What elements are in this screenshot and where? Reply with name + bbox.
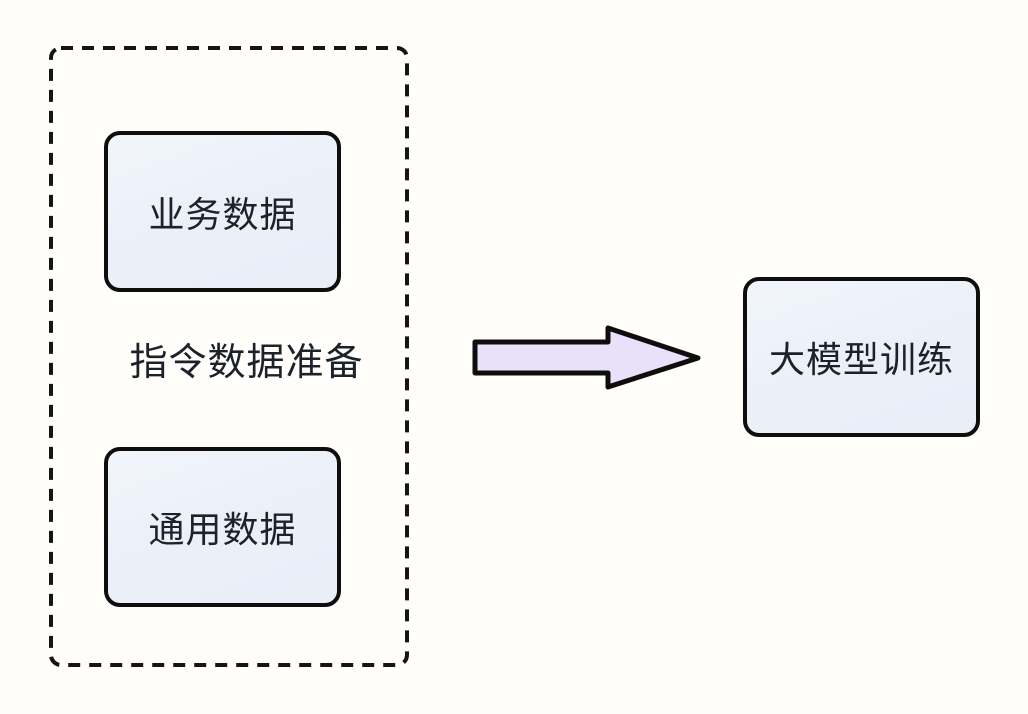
node-business-data: 业务数据 [104, 131, 341, 292]
node-general-data-label: 通用数据 [148, 509, 297, 550]
arrow-right-icon [472, 325, 701, 390]
group-outline [49, 46, 409, 667]
group-label-text: 指令数据准备 [129, 341, 364, 384]
node-business-data-label: 业务数据 [148, 193, 297, 235]
node-llm-training-label: 大模型训练 [768, 339, 954, 380]
group-label: 指令数据准备 [104, 332, 389, 384]
node-general-data: 通用数据 [104, 447, 341, 607]
node-llm-training: 大模型训练 [743, 277, 980, 437]
